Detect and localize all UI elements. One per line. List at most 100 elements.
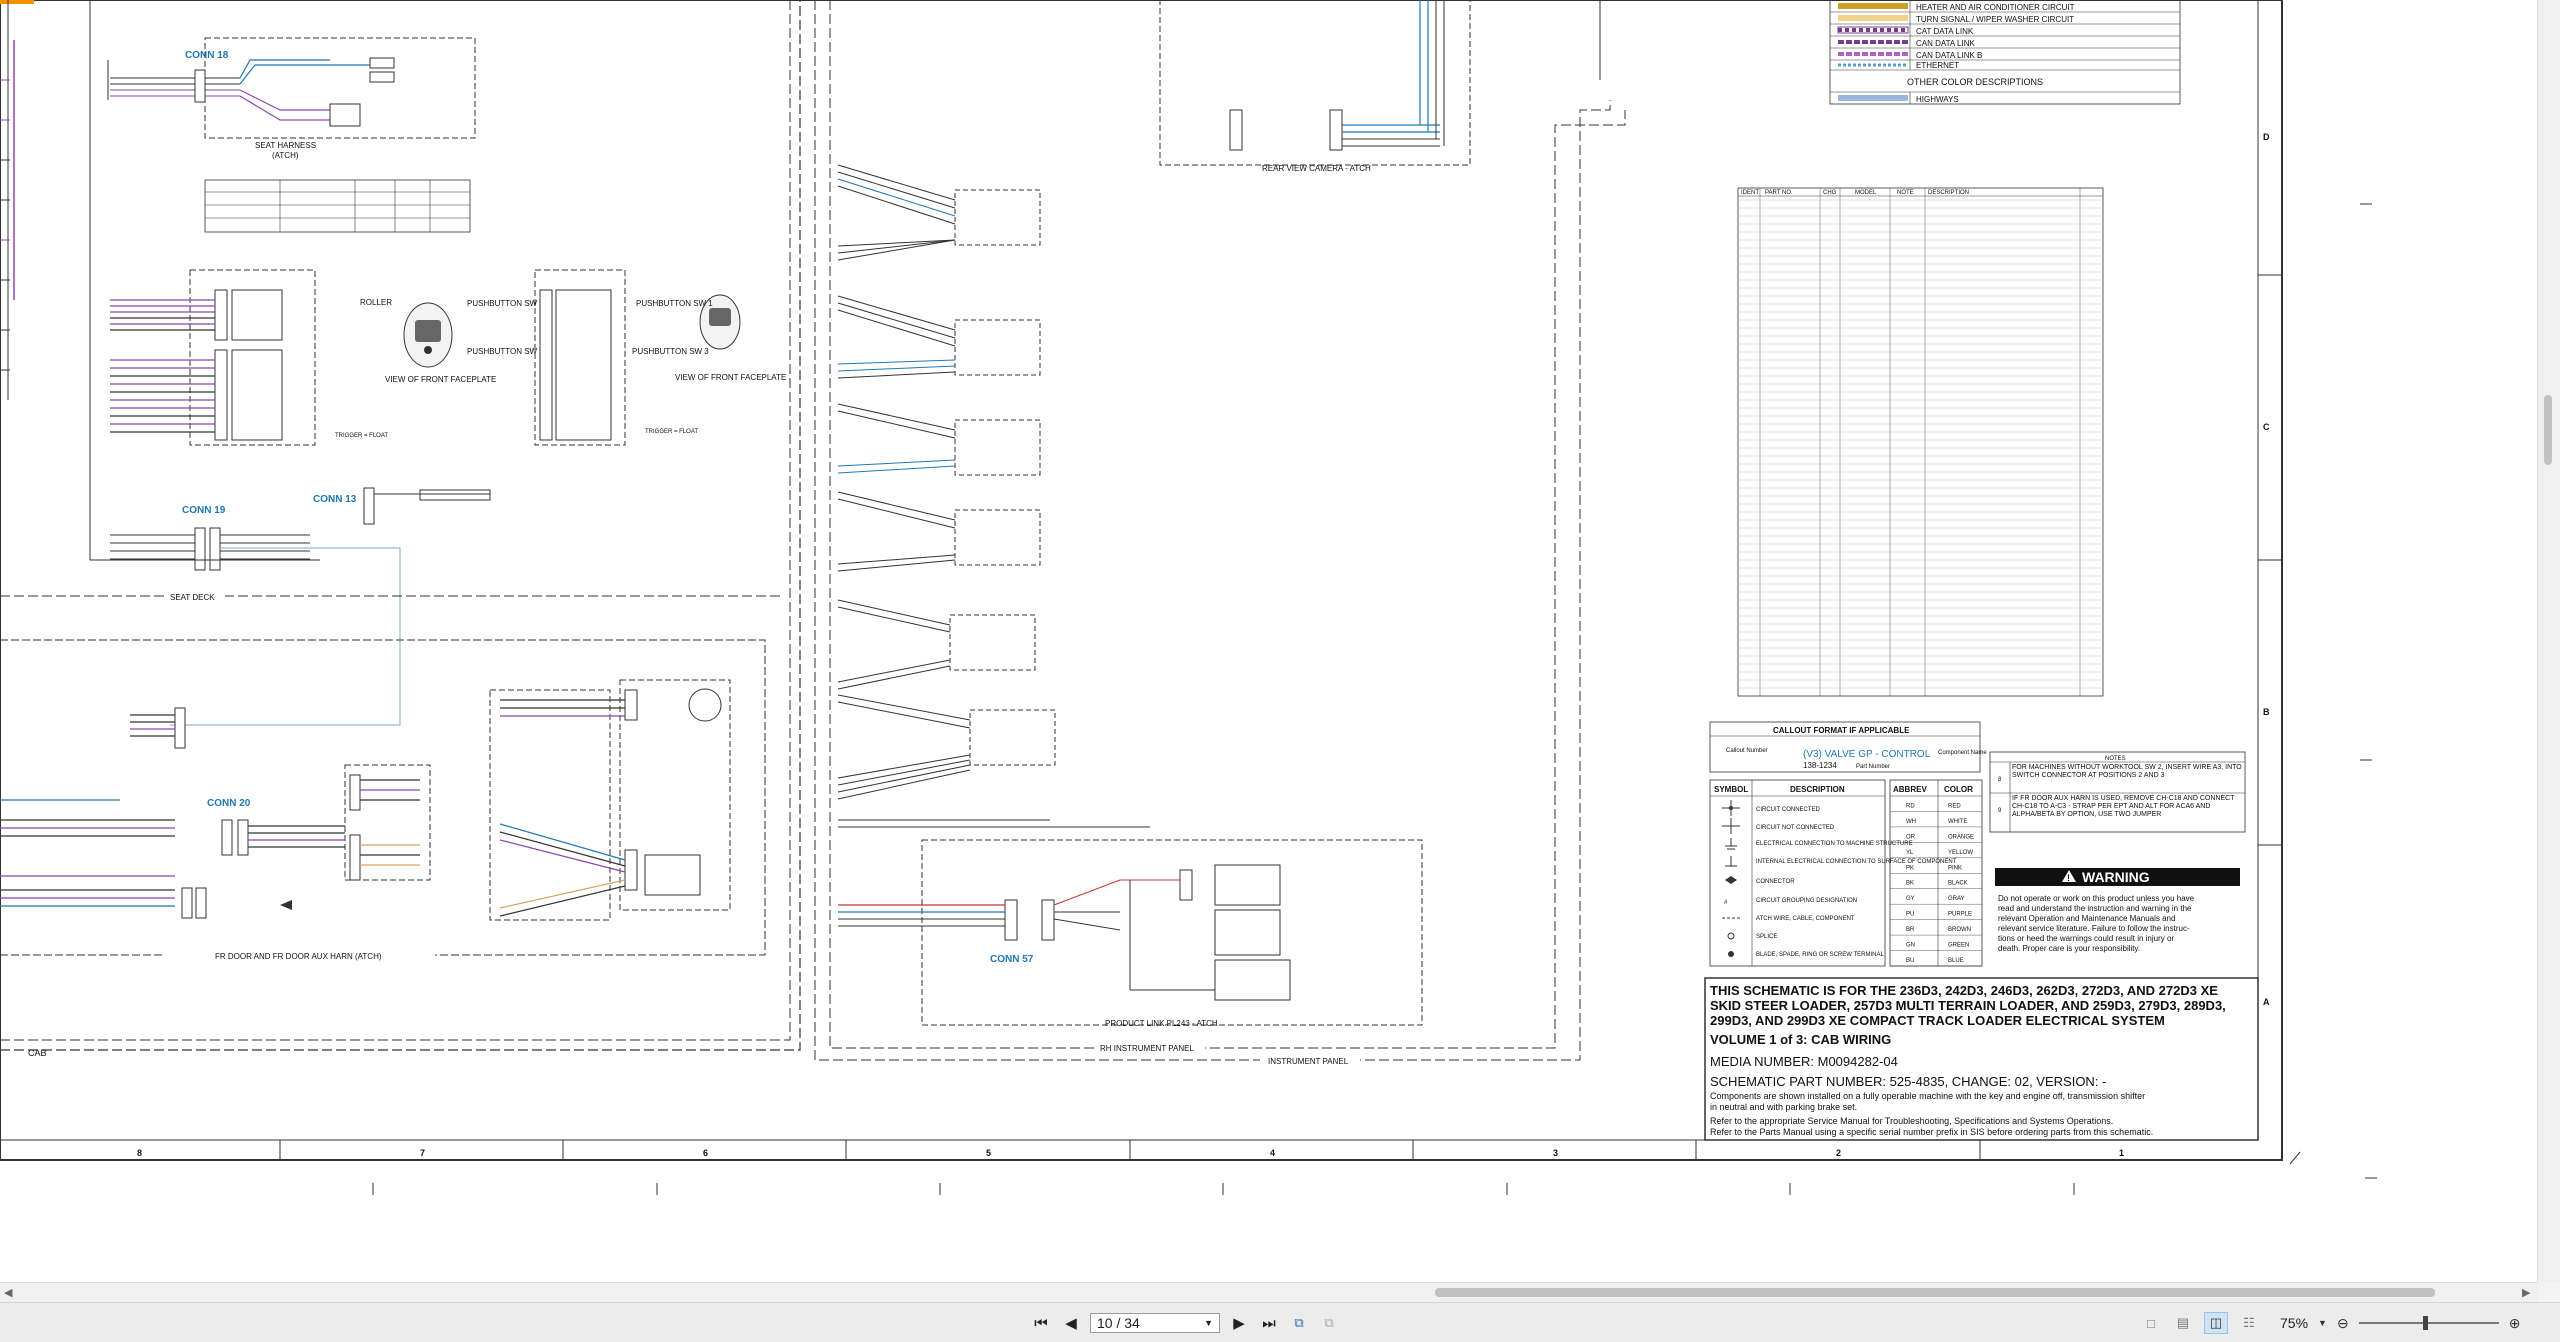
column-3: 3	[1553, 1148, 1558, 1158]
scroll-left-icon[interactable]: ◀	[4, 1287, 13, 1299]
column-1: 1	[2119, 1148, 2124, 1158]
column-6: 6	[703, 1148, 708, 1158]
instrument-panel-label: INSTRUMENT PANEL	[1268, 1057, 1349, 1066]
color-col-header: COLOR	[1944, 785, 1973, 794]
vertical-scroll-thumb[interactable]	[2544, 395, 2552, 465]
horizontal-scroll-thumb[interactable]	[1435, 1288, 2435, 1297]
facing-pages-icon[interactable]: ◫	[2204, 1312, 2228, 1334]
th-part: PART NO.	[1765, 190, 1793, 196]
column-7: 7	[420, 1148, 425, 1158]
document-viewport[interactable]: 8 7 6 5 4 3 2 1 D C B A CAB	[0, 0, 2560, 1282]
previous-page-icon[interactable]: ◀	[1065, 1315, 1077, 1332]
row-d: D	[2263, 132, 2270, 142]
rear-camera: REAR VIEW CAMERA - ATCH	[1159, 0, 1471, 173]
title-note-3: Refer to the appropriate Service Manual …	[1710, 1116, 2113, 1126]
fr-door-label: FR DOOR AND FR DOOR AUX HARN (ATCH)	[215, 952, 382, 961]
media-number: MEDIA NUMBER: M0094282-04	[1710, 1054, 1898, 1069]
pb3-label: PUSHBUTTON SW 3	[632, 347, 709, 356]
legend-item-6: ETHERNET	[1916, 61, 1959, 70]
faceplate-right: PUSHBUTTON SW 1 PUSHBUTTON SW 3 VIEW OF …	[632, 294, 786, 435]
config-table	[204, 179, 471, 233]
th-chg: CHG	[1823, 190, 1837, 196]
next-page-icon[interactable]: ▶	[1233, 1315, 1245, 1332]
abbrev-color: BROWN	[1948, 927, 1971, 933]
warning-l4: relevant service literature. Failure to …	[1998, 924, 2190, 933]
pb2-label: PUSHBUTTON SW 2	[467, 299, 544, 308]
legend-item-1: HEATER AND AIR CONDITIONER CIRCUIT	[1916, 3, 2075, 12]
svg-text:!: !	[2067, 873, 2070, 883]
symbol-row-5: CONNECTOR	[1756, 879, 1795, 885]
symbol-row-8: SPLICE	[1756, 934, 1777, 940]
desc-col-header: DESCRIPTION	[1790, 785, 1845, 794]
single-page-icon[interactable]: □	[2147, 1315, 2155, 1331]
conn18-label: CONN 18	[185, 50, 229, 61]
chevron-down-icon[interactable]: ▼	[1204, 1318, 1213, 1328]
symbol-row-6: CIRCUIT GROUPING DESIGNATION	[1756, 898, 1857, 904]
abbrev-code: YL	[1906, 850, 1914, 856]
symbol-row-4: INTERNAL ELECTRICAL CONNECTION TO SURFAC…	[1756, 859, 1957, 865]
zoom-out-icon[interactable]: ⊖	[2336, 1314, 2349, 1331]
vertical-scrollbar[interactable]	[2537, 0, 2560, 1282]
horizontal-scrollbar[interactable]: ◀ ▶	[0, 1282, 2538, 1303]
svg-text:#: #	[1724, 900, 1728, 906]
other-item-1: HIGHWAYS	[1916, 95, 1959, 104]
callout-format: CALLOUT FORMAT IF APPLICABLE Callout Num…	[1709, 721, 1987, 773]
callout-header: CALLOUT FORMAT IF APPLICABLE	[1773, 726, 1910, 735]
svg-text:8: 8	[1998, 777, 2002, 783]
title-note-4: Refer to the Parts Manual using a specif…	[1710, 1127, 2153, 1137]
callout-part: 138-1234	[1803, 761, 1837, 770]
zoom-in-icon[interactable]: ⊕	[2508, 1314, 2521, 1331]
conn13-label: CONN 13	[313, 494, 357, 505]
warning-l3: relevant Operation and Maintenance Manua…	[1998, 914, 2175, 923]
warning-l1: Do not operate or work on this product u…	[1998, 894, 2195, 903]
abbrev-color: GREEN	[1948, 943, 1969, 949]
note-1: FOR MACHINES WITHOUT WORKTOOL SW 2, INSE…	[2012, 764, 2242, 779]
symbol-row-1: CIRCUIT CONNECTED	[1756, 807, 1821, 813]
first-page-icon[interactable]: ⏮	[1034, 1314, 1048, 1332]
page-display: 10 / 34	[1097, 1315, 1140, 1331]
title-note-1: Components are shown installed on a full…	[1710, 1091, 2145, 1101]
roller-label: ROLLER	[360, 298, 392, 307]
zoom-level[interactable]: 75%	[2280, 1315, 2309, 1331]
previous-view-icon[interactable]: ⧉	[1294, 1315, 1304, 1330]
zoom-slider[interactable]	[2358, 1316, 2499, 1330]
zoom-dropdown-icon[interactable]: ▼	[2318, 1318, 2327, 1328]
continuous-facing-icon[interactable]: ☷	[2243, 1315, 2255, 1330]
switch-bank	[949, 189, 1056, 766]
viewer-toolbar: ⏮ ◀ 10 / 34 ▼ ▶ ⏭ ⧉ ⧉ □ ▤ ◫ ☷ 75% ▼ ⊖ ⊕	[0, 1302, 2560, 1342]
left-harness-lines	[0, 0, 91, 560]
title-line-1: THIS SCHEMATIC IS FOR THE 236D3, 242D3, …	[1710, 983, 2218, 998]
warning-l2: read and understand the instruction and …	[1998, 904, 2192, 913]
conn57-label: CONN 57	[990, 954, 1034, 965]
scroll-right-icon[interactable]: ▶	[2522, 1287, 2531, 1299]
row-c: C	[2263, 422, 2270, 432]
warning-header: WARNING	[2082, 869, 2150, 885]
last-page-icon[interactable]: ⏭	[1262, 1314, 1276, 1332]
callout-number-label: Callout Number	[1726, 748, 1768, 754]
symbols-table: SYMBOL DESCRIPTION CIRCUIT CONNECTED CIR…	[1709, 779, 1957, 967]
conn19-label: CONN 19	[182, 505, 226, 516]
trigger-right: TRIGGER = FLOAT	[645, 429, 698, 435]
symbol-row-9: BLADE, SPADE, RING OR SCREW TERMINAL	[1756, 952, 1884, 958]
harness-table: IDENT PART NO. CHG MODEL NOTE DESCRIPTIO…	[1737, 187, 2104, 697]
continuous-page-icon[interactable]: ▤	[2176, 1315, 2190, 1330]
next-view-icon[interactable]: ⧉	[1324, 1315, 1334, 1330]
joystick-right	[534, 269, 626, 446]
abbrev-color: YELLOW	[1948, 850, 1973, 856]
row-a: A	[2263, 997, 2270, 1007]
column-5: 5	[986, 1148, 991, 1158]
page-number-field[interactable]: 10 / 34 ▼	[1090, 1313, 1220, 1333]
legend-item-5: CAN DATA LINK B	[1916, 51, 1982, 60]
callout-part-number: Part Number	[1856, 764, 1890, 770]
zoom-slider-knob[interactable]	[2422, 1316, 2428, 1330]
product-link-label: PRODUCT LINK PL243 - ATCH	[1105, 1019, 1218, 1028]
fr-door-wires	[0, 699, 626, 917]
abbrev-code: WH	[1906, 819, 1916, 825]
notes-header: NOTES	[2105, 756, 2126, 762]
conn20-label: CONN 20	[207, 798, 251, 809]
faceplate-left: ROLLER PUSHBUTTON SW 2 PUSHBUTTON SW 4 V…	[335, 298, 544, 439]
note-2: IF FR DOOR AUX HARN IS USED, REMOVE CH-C…	[2012, 795, 2235, 818]
switch-wires	[837, 164, 1150, 828]
title-note-2: in neutral and with parking brake set.	[1710, 1102, 1857, 1112]
callout-component: Component Name	[1938, 750, 1987, 756]
